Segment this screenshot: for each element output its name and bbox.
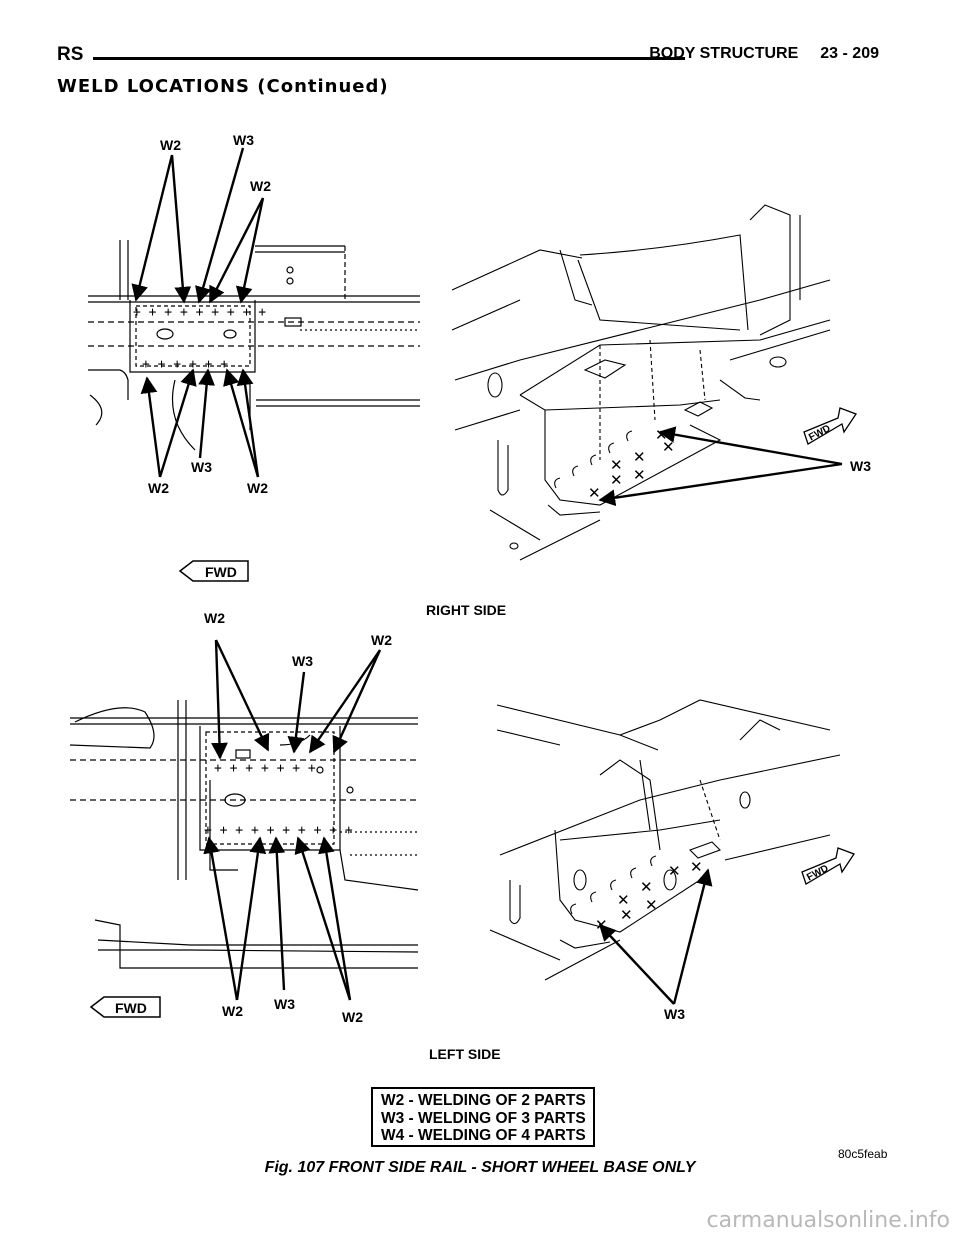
right-side-plan-view (88, 240, 420, 451)
callout-w3-label: W3 (850, 458, 871, 474)
callout-w2-label: W2 (371, 632, 392, 648)
fwd-arrow-upper: FWD (178, 560, 249, 582)
left-side-iso-leaders (598, 868, 713, 1005)
callout-w3-label: W3 (233, 132, 254, 148)
right-side-isometric-view (451, 204, 831, 561)
callout-w3-label: W3 (292, 653, 313, 669)
header-right: BODY STRUCTURE 23 - 209 (649, 45, 879, 63)
callout-w2-label: W2 (222, 1003, 243, 1019)
callout-w2-label: W2 (204, 610, 225, 626)
weld-legend: W2 - WELDING OF 2 PARTS W3 - WELDING OF … (371, 1087, 595, 1147)
legend-item-w4: W4 - WELDING OF 4 PARTS (381, 1127, 586, 1144)
header-model-code: RS (57, 44, 84, 65)
legend-item-w2: W2 - WELDING OF 2 PARTS (381, 1092, 586, 1109)
svg-text:✕: ✕ (633, 466, 646, 484)
svg-text:✕: ✕ (617, 891, 630, 909)
callout-w3-label: W3 (274, 996, 295, 1012)
svg-text:✕: ✕ (610, 456, 623, 474)
svg-text:+ + + + + + + + +: + + + + + + + + + (133, 305, 266, 320)
right-side-iso-leaders (598, 426, 843, 507)
fwd-label: FWD (115, 1000, 147, 1016)
svg-text:+ + + + + + +: + + + + + + + (214, 761, 316, 776)
right-side-label: RIGHT SIDE (426, 602, 506, 618)
figure-code: 80c5feab (838, 1147, 888, 1161)
left-side-leader-lines (203, 639, 382, 1001)
svg-text:✕: ✕ (690, 858, 703, 876)
svg-text:✕: ✕ (588, 484, 601, 502)
svg-text:✕: ✕ (668, 862, 681, 880)
svg-text:✕: ✕ (640, 878, 653, 896)
right-side-weld-marks-top: + + + + + + + + + + + + + + + (133, 305, 266, 372)
left-side-callouts: W2 W3 W2 W2 W3 W2 (204, 610, 392, 1025)
svg-text:✕: ✕ (662, 438, 675, 456)
fwd-arrow-iso-upper: FWD (803, 407, 857, 445)
right-side-callouts: W2 W3 W2 W2 W3 W2 (148, 132, 271, 496)
left-side-label: LEFT SIDE (429, 1046, 501, 1062)
svg-text:✕: ✕ (633, 448, 646, 466)
header-section-name: BODY STRUCTURE (649, 45, 799, 62)
left-side-weld-marks: + + + + + + + + + + + + + + + + + (204, 761, 353, 838)
left-side-iso-weld-marks: ✕✕ ✕✕ ✕✕✕ (595, 858, 703, 934)
callout-w2-label: W2 (160, 137, 181, 153)
fwd-label: FWD (807, 423, 832, 443)
page-header: RS BODY STRUCTURE 23 - 209 (57, 40, 879, 70)
fwd-arrow-lower: FWD (89, 996, 161, 1018)
svg-text:✕: ✕ (645, 896, 658, 914)
right-side-leader-lines (131, 147, 265, 478)
watermark: carmanualsonline.info (706, 1208, 950, 1233)
fwd-arrow-iso-lower: FWD (801, 847, 855, 885)
svg-text:✕: ✕ (610, 471, 623, 489)
left-side-isometric-view (489, 699, 841, 981)
svg-text:✕: ✕ (620, 906, 633, 924)
legend-item-w3: W3 - WELDING OF 3 PARTS (381, 1109, 586, 1127)
fwd-label: FWD (805, 863, 830, 883)
figure-caption: Fig. 107 FRONT SIDE RAIL - SHORT WHEEL B… (264, 1159, 696, 1176)
svg-text:+ + + + + + + + + +: + + + + + + + + + + (204, 823, 353, 838)
callout-w2-label: W2 (250, 178, 271, 194)
header-rule (93, 57, 685, 60)
callout-w2-label: W2 (247, 480, 268, 496)
callout-w2-label: W2 (342, 1009, 363, 1025)
header-page-number: 23 - 209 (820, 45, 879, 62)
callout-w2-label: W2 (148, 480, 169, 496)
section-title: WELD LOCATIONS (Continued) (57, 76, 389, 97)
callout-w3-label: W3 (664, 1006, 685, 1022)
callout-w3-label: W3 (191, 459, 212, 475)
svg-text:+ + + + + +: + + + + + + (142, 357, 228, 372)
fwd-label: FWD (205, 564, 237, 580)
